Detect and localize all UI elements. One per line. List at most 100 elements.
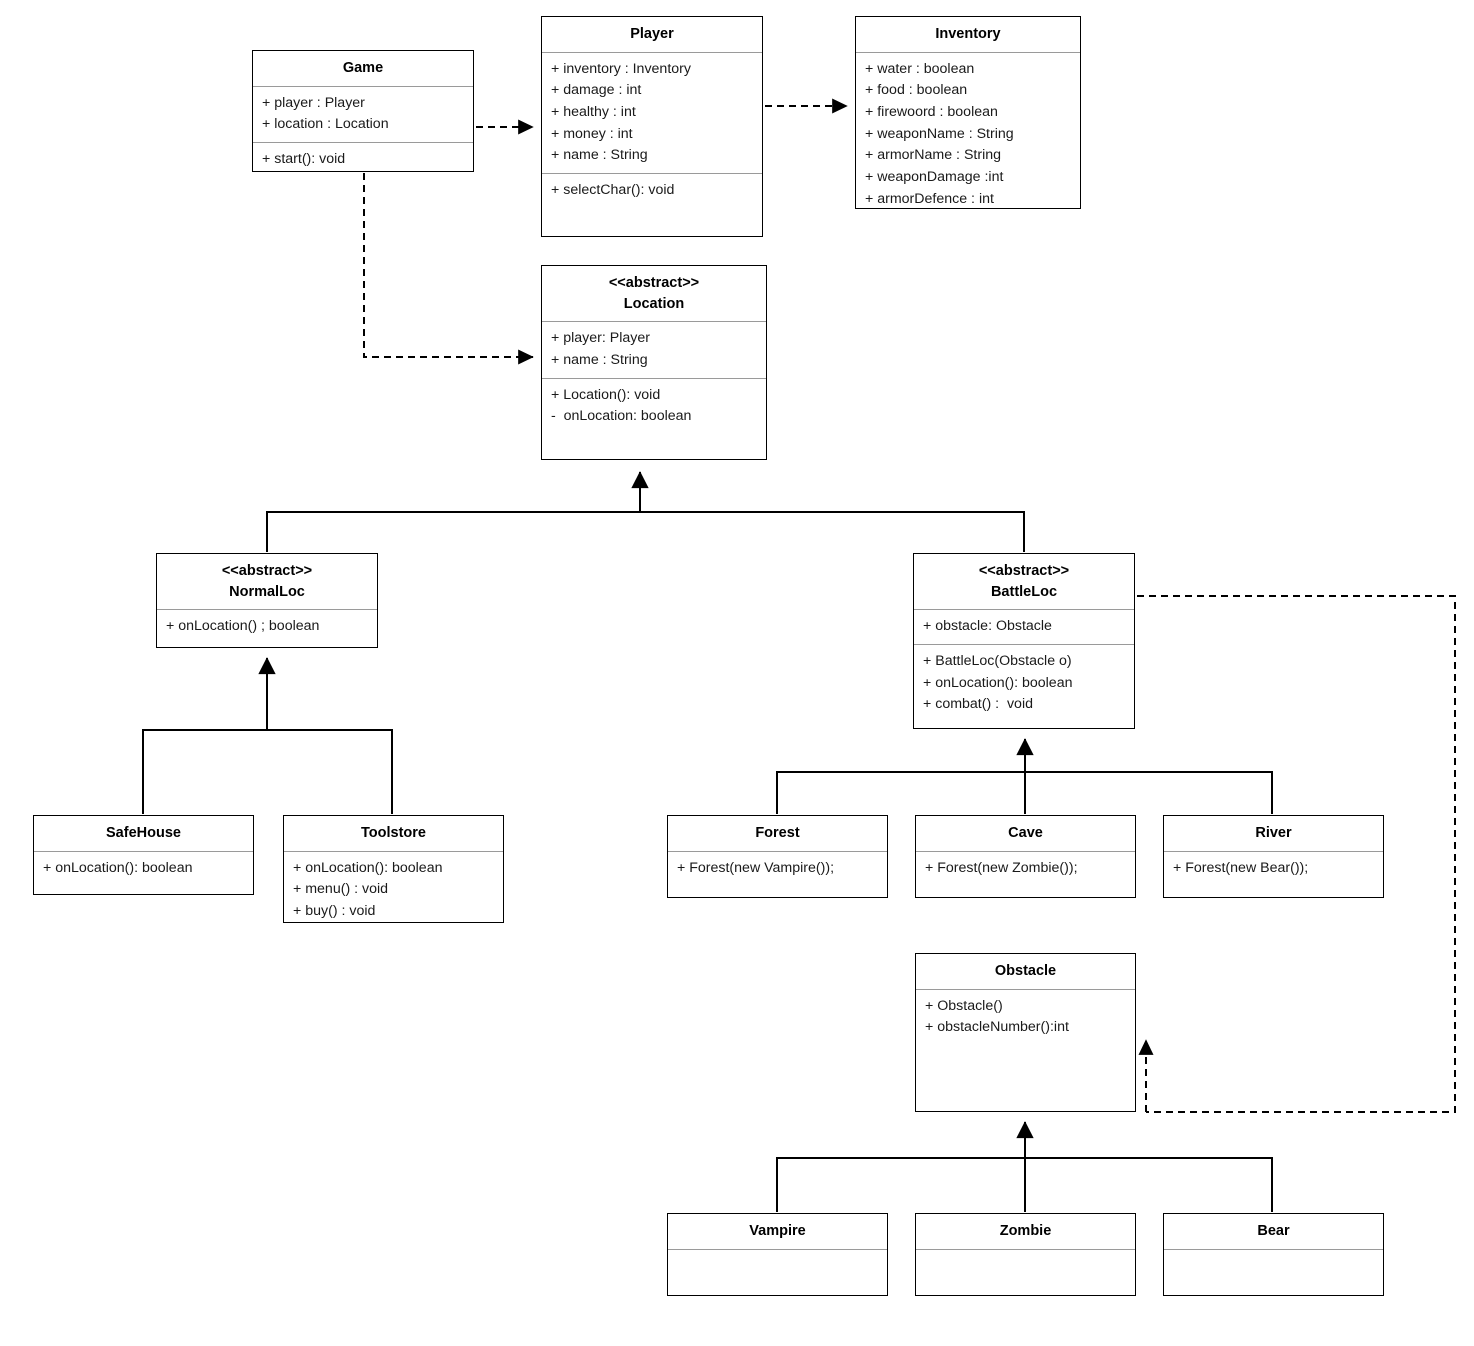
class-header-player: Player <box>542 17 762 53</box>
class-name-battleloc: BattleLoc <box>990 583 1058 600</box>
class-member: + weaponDamage :int <box>865 169 1004 186</box>
uml-class-game[interactable]: Game + player : Player + location : Locati… <box>252 50 474 172</box>
class-header-toolstore: Toolstore <box>284 816 503 852</box>
class-name-forest: Forest <box>755 825 800 841</box>
class-member: + obstacle: Obstacle <box>923 618 1052 635</box>
class-name-river: River <box>1255 825 1292 841</box>
class-header-vampire: Vampire <box>668 1214 887 1250</box>
class-compartment-vampire-0 <box>668 1250 887 1262</box>
class-header-river: River <box>1164 816 1383 852</box>
uml-class-cave[interactable]: Cave + Forest(new Zombie()); <box>915 815 1136 898</box>
class-stereotype-normalloc: <<abstract>> <box>221 563 313 579</box>
class-member: + player : Player <box>262 94 365 111</box>
class-compartment-obstacle-0: + Obstacle() + obstacleNumber():int <box>916 990 1135 1045</box>
class-name-bear: Bear <box>1257 1223 1290 1239</box>
class-member: + weaponName : String <box>865 125 1014 142</box>
class-name-safehouse: SafeHouse <box>106 825 181 841</box>
class-member: + onLocation(): boolean <box>923 674 1073 691</box>
class-compartment-inventory-0: + water : boolean + food : boolean + firew… <box>856 53 1080 217</box>
uml-class-inventory[interactable]: Inventory + water : boolean + food : boole… <box>855 16 1081 209</box>
class-member: + selectChar(): void <box>551 182 675 199</box>
class-member: + location : Location <box>262 116 389 133</box>
class-compartment-bear-0 <box>1164 1250 1383 1262</box>
uml-class-normalloc[interactable]: <<abstract>> NormalLoc + onLocation() ; bo… <box>156 553 378 648</box>
class-compartment-toolstore-0: + onLocation(): boolean + menu() : void + … <box>284 852 503 929</box>
class-compartment-location-0: + player: Player + name : String <box>542 322 766 377</box>
class-name-inventory: Inventory <box>935 26 1001 42</box>
class-member: + armorName : String <box>865 147 1002 164</box>
class-member: + onLocation(): boolean <box>43 859 193 876</box>
class-member: + menu() : void <box>293 881 389 898</box>
class-compartment-zombie-0 <box>916 1250 1135 1262</box>
class-compartment-river-0: + Forest(new Bear()); <box>1164 852 1383 886</box>
uml-class-safehouse[interactable]: SafeHouse + onLocation(): boolean <box>33 815 254 895</box>
class-compartment-location-1: + Location(): void - onLocation: boolean <box>542 377 766 434</box>
class-header-game: Game <box>253 51 473 87</box>
class-header-obstacle: Obstacle <box>916 954 1135 990</box>
class-name-location: Location <box>623 295 685 312</box>
class-member: + food : boolean <box>865 82 968 99</box>
class-header-cave: Cave <box>916 816 1135 852</box>
class-member: + Location(): void <box>551 386 661 403</box>
class-member: + BattleLoc(Obstacle o) <box>923 652 1072 669</box>
class-member: + water : boolean <box>865 60 975 77</box>
class-name-toolstore: Toolstore <box>361 825 426 841</box>
class-name-zombie: Zombie <box>999 1223 1052 1239</box>
class-header-safehouse: SafeHouse <box>34 816 253 852</box>
uml-class-vampire[interactable]: Vampire <box>667 1213 888 1296</box>
class-header-normalloc: <<abstract>> NormalLoc <box>157 554 377 611</box>
class-compartment-safehouse-0: + onLocation(): boolean <box>34 852 253 886</box>
class-name-player: Player <box>630 26 674 42</box>
edge-battleloc-subclasses <box>776 738 1273 814</box>
class-name-cave: Cave <box>1008 825 1043 841</box>
class-name-normalloc: NormalLoc <box>229 583 305 600</box>
edge-location-subclasses <box>266 471 1025 552</box>
class-name-vampire: Vampire <box>749 1223 806 1239</box>
class-header-battleloc: <<abstract>> BattleLoc <box>914 554 1134 611</box>
class-member: + start(): void <box>262 151 346 168</box>
class-member: + obstacleNumber():int <box>925 1019 1069 1036</box>
class-compartment-player-0: + inventory : Inventory+ damage : int+ h… <box>542 53 762 174</box>
class-member: + Forest(new Vampire()); <box>677 859 835 876</box>
uml-class-obstacle[interactable]: Obstacle + Obstacle() + obstacleNumber():i… <box>915 953 1136 1112</box>
class-stereotype-location: <<abstract>> <box>608 275 700 291</box>
uml-class-location[interactable]: <<abstract>> Location + player: Player + na… <box>541 265 767 460</box>
class-member: + combat() : void <box>923 696 1033 713</box>
class-header-bear: Bear <box>1164 1214 1383 1250</box>
class-member: + buy() : void <box>293 903 376 920</box>
edge-game-location <box>363 173 534 365</box>
class-header-location: <<abstract>> Location <box>542 266 766 323</box>
class-compartment-battleloc-1: + BattleLoc(Obstacle o) + onLocation(): b… <box>914 643 1134 722</box>
class-member: + money : int <box>551 125 633 142</box>
class-member: + onLocation() ; boolean <box>166 618 320 635</box>
class-member: + healthy : int <box>551 104 636 121</box>
class-header-zombie: Zombie <box>916 1214 1135 1250</box>
class-header-forest: Forest <box>668 816 887 852</box>
class-member: + player: Player <box>551 330 650 347</box>
uml-class-battleloc[interactable]: <<abstract>> BattleLoc + obstacle: Obstacl… <box>913 553 1135 729</box>
class-member: - onLocation: boolean <box>551 408 692 425</box>
uml-class-toolstore[interactable]: Toolstore + onLocation(): boolean + menu()… <box>283 815 504 923</box>
uml-class-river[interactable]: River + Forest(new Bear()); <box>1163 815 1384 898</box>
uml-class-forest[interactable]: Forest + Forest(new Vampire()); <box>667 815 888 898</box>
class-header-inventory: Inventory <box>856 17 1080 53</box>
class-compartment-game-0: + player : Player + location : Location <box>253 87 473 142</box>
class-name-obstacle: Obstacle <box>994 963 1057 979</box>
uml-class-zombie[interactable]: Zombie <box>915 1213 1136 1296</box>
uml-class-bear[interactable]: Bear <box>1163 1213 1384 1296</box>
class-stereotype-battleloc: <<abstract>> <box>978 563 1070 579</box>
edge-obstacle-subclasses <box>776 1121 1273 1212</box>
class-member: + Forest(new Bear()); <box>1173 859 1309 876</box>
uml-class-player[interactable]: Player + inventory : Inventory+ damage : … <box>541 16 763 237</box>
class-member: + damage : int <box>551 82 642 99</box>
class-member: + Obstacle() <box>925 997 1003 1014</box>
class-member: + armorDefence : int <box>865 190 994 207</box>
class-compartment-forest-0: + Forest(new Vampire()); <box>668 852 887 886</box>
class-member: + onLocation(): boolean <box>293 859 443 876</box>
class-member: + Forest(new Zombie()); <box>925 859 1078 876</box>
class-member: + name : String <box>551 351 648 368</box>
class-compartment-player-1: + selectChar(): void <box>542 173 762 208</box>
class-member: + firewoord : boolean <box>865 104 998 121</box>
class-name-game: Game <box>342 60 384 76</box>
